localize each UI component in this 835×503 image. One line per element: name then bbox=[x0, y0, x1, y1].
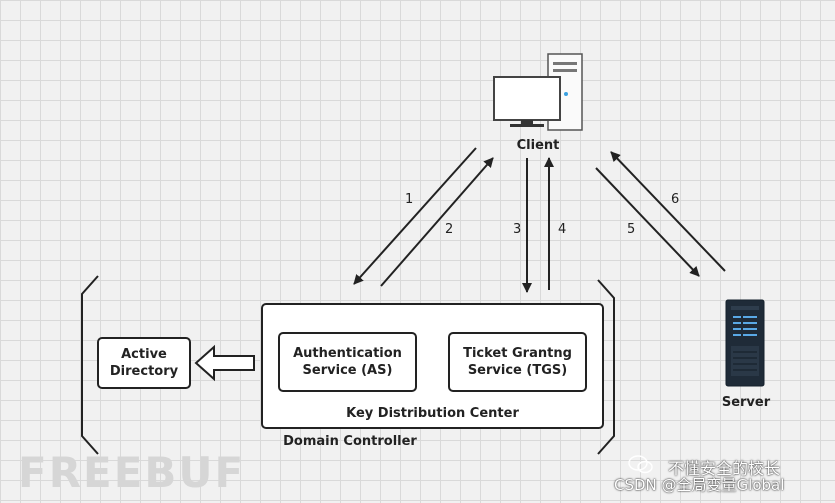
freebuf-watermark: FREEBUF bbox=[18, 448, 246, 497]
client-computer-icon bbox=[493, 53, 583, 131]
arrow-5 bbox=[595, 167, 700, 277]
edge-label-3: 3 bbox=[513, 222, 522, 237]
edge-label-4: 4 bbox=[558, 222, 567, 237]
csdn-watermark: CSDN @全局变量Global bbox=[614, 476, 785, 494]
server-label: Server bbox=[721, 395, 771, 410]
tgs-label: Ticket Grantng Service (TGS) bbox=[463, 346, 572, 378]
domain-controller-bracket-left bbox=[81, 275, 99, 455]
arrow-2 bbox=[380, 157, 494, 287]
as-node: Authentication Service (AS) bbox=[278, 332, 417, 392]
edge-label-2: 2 bbox=[445, 222, 454, 237]
domain-controller-bracket-right bbox=[597, 279, 615, 455]
wechat-icon bbox=[628, 454, 654, 474]
arrow-6 bbox=[610, 151, 726, 272]
wechat-watermark: 不懂安全的校长 bbox=[668, 459, 781, 478]
arrow-1 bbox=[353, 147, 477, 285]
as-label: Authentication Service (AS) bbox=[293, 346, 402, 378]
domain-controller-label: Domain Controller bbox=[283, 434, 417, 449]
edge-label-5: 5 bbox=[627, 222, 636, 237]
edge-label-6: 6 bbox=[671, 192, 680, 207]
active-directory-label: Active Directory bbox=[109, 347, 179, 379]
kdc-to-ad-arrow bbox=[194, 344, 255, 382]
server-icon bbox=[725, 299, 765, 387]
tgs-node: Ticket Grantng Service (TGS) bbox=[448, 332, 587, 392]
edge-label-1: 1 bbox=[405, 192, 414, 207]
active-directory-node: Active Directory bbox=[97, 337, 191, 389]
kdc-label: Key Distribution Center bbox=[346, 406, 519, 421]
client-label: Client bbox=[516, 138, 560, 153]
